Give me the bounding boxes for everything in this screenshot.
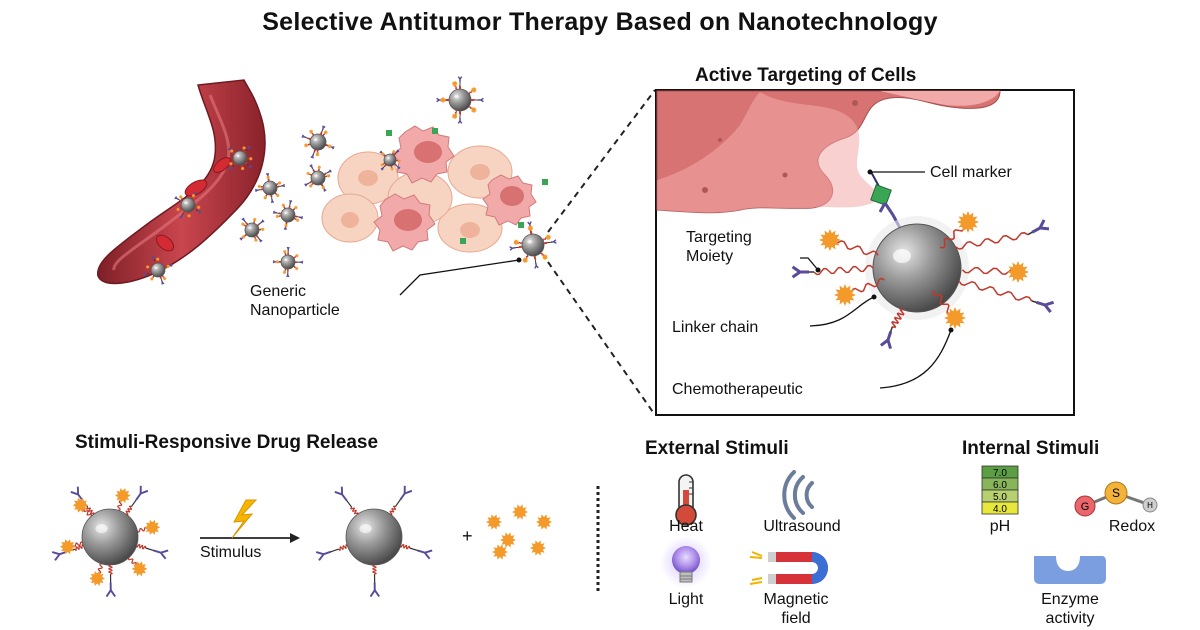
generic-nanoparticle-leader	[399, 259, 520, 296]
generic-nanoparticle-line2: Nanoparticle	[250, 302, 340, 319]
active-targeting-title: Active Targeting of Cells	[695, 65, 917, 86]
active-targeting-panel	[655, 89, 1075, 416]
zoom-line-bottom	[547, 261, 656, 416]
magnetic-line2: field	[781, 610, 811, 627]
enzyme-activity-label: Enzyme activity	[1018, 590, 1122, 628]
small-nanoparticle	[272, 199, 304, 231]
small-nanoparticle	[227, 145, 253, 171]
ph-scale-icon: 7.0 6.0 5.0 4.0	[981, 465, 1019, 515]
cell-marker-label: Cell marker	[930, 164, 1012, 181]
chemotherapeutic-label: Chemotherapeutic	[672, 381, 803, 398]
zoom-line-top	[547, 89, 656, 233]
ultrasound-label: Ultrasound	[763, 518, 841, 535]
small-nanoparticle	[174, 191, 202, 219]
nanoparticle-ligands	[791, 211, 1055, 350]
ph-value: 5.0	[993, 492, 1007, 503]
ph-value: 4.0	[993, 504, 1007, 515]
red-blood-cell	[184, 179, 208, 197]
magnet-icon	[749, 551, 828, 585]
small-nanoparticle	[379, 149, 401, 171]
drug-release-title: Stimuli-Responsive Drug Release	[75, 432, 379, 453]
nanoparticle-large	[872, 223, 962, 313]
chemotherapeutic-particle	[530, 540, 546, 556]
internal-stimuli-title: Internal Stimuli	[962, 438, 1100, 459]
targeting-moiety-line2: Moiety	[686, 248, 734, 265]
redox-label: Redox	[1108, 518, 1156, 535]
small-nanoparticle	[254, 172, 286, 204]
chemotherapeutic-particle	[536, 514, 552, 530]
small-nanoparticle	[272, 246, 304, 278]
red-blood-cell	[155, 234, 175, 252]
ph-value: 7.0	[993, 468, 1007, 479]
cell-marker-shape	[870, 184, 892, 206]
external-stimuli-title: External Stimuli	[645, 438, 789, 459]
stimulus-label: Stimulus	[200, 544, 262, 561]
magnetic-line1: Magnetic	[763, 591, 829, 608]
chemotherapeutic-particle	[486, 514, 502, 530]
heat-label: Heat	[669, 518, 703, 535]
targeting-moiety-line1: Targeting	[686, 229, 752, 246]
generic-nanoparticle-label: Generic Nanoparticle	[250, 282, 340, 320]
blood-vessel	[97, 79, 266, 285]
page-title: Selective Antitumor Therapy Based on Nan…	[262, 8, 938, 36]
red-blood-cell	[213, 157, 231, 173]
small-nanoparticle	[143, 255, 173, 285]
small-nanoparticle	[436, 76, 484, 124]
magnetic-field-label: Magnetic field	[742, 590, 850, 628]
ph-value: 6.0	[993, 480, 1007, 491]
generic-nanoparticle-line1: Generic	[250, 283, 307, 300]
linker-chain-label: Linker chain	[672, 319, 759, 336]
chemotherapeutic-particle	[500, 532, 516, 548]
chemotherapeutic-particle	[492, 544, 508, 560]
light-bulb-icon	[660, 536, 712, 588]
enzyme-line2: activity	[1045, 610, 1095, 627]
redox-atom: S	[1112, 486, 1120, 500]
light-label: Light	[668, 591, 704, 608]
chemotherapeutic-particle	[512, 504, 528, 520]
small-nanoparticle	[239, 217, 265, 243]
ph-label: pH	[989, 518, 1011, 535]
targeting-moiety-label: Targeting Moiety	[686, 228, 752, 266]
small-nanoparticle	[304, 164, 332, 192]
ultrasound-icon	[782, 470, 814, 520]
small-nanoparticle	[509, 221, 557, 269]
redox-atom: G	[1081, 501, 1090, 513]
small-nanoparticle	[301, 125, 335, 159]
redox-molecule-icon: G S H	[1074, 481, 1158, 517]
drug-release-diagram	[51, 485, 552, 598]
tumor-cluster	[321, 125, 548, 253]
redox-atom: H	[1147, 501, 1153, 510]
plus-sign: +	[462, 526, 473, 546]
lightning-icon	[231, 499, 258, 539]
thermometer-icon	[675, 474, 697, 526]
enzyme-icon	[1034, 556, 1106, 584]
enzyme-line1: Enzyme	[1041, 591, 1099, 608]
small-nanoparticles	[143, 76, 557, 285]
